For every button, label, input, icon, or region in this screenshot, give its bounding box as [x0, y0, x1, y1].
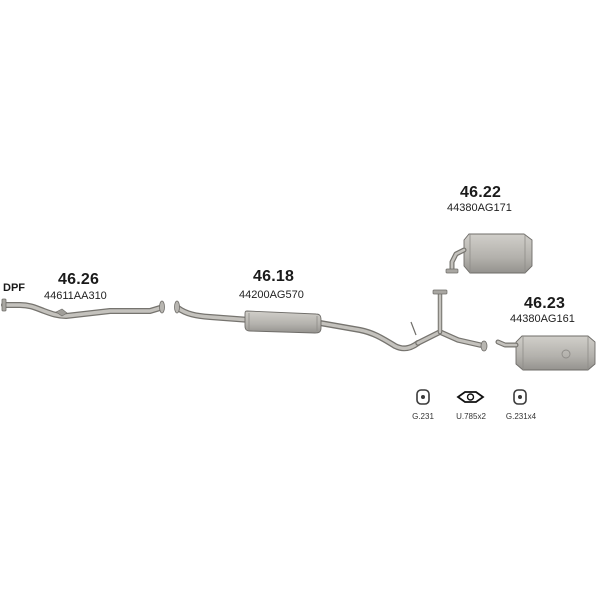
part-46-18-middle-silencer[interactable] — [174, 289, 488, 352]
oem-number-46-23: 44380AG161 — [510, 313, 575, 325]
rubber-hanger-icon — [416, 389, 430, 405]
accessory-label-g231x4: G.231x4 — [505, 412, 537, 421]
oem-number-46-18: 44200AG570 — [239, 289, 304, 301]
part-46-26-pipe[interactable] — [1, 298, 165, 319]
part-46-23-rear-silencer[interactable] — [495, 335, 596, 371]
part-number-46-18[interactable]: 46.18 — [253, 268, 295, 285]
part-number-46-26[interactable]: 46.26 — [58, 271, 100, 288]
accessory-label-g231: G.231 — [412, 412, 434, 421]
part-46-22-rear-silencer[interactable] — [445, 233, 533, 274]
part-number-46-22[interactable]: 46.22 — [460, 184, 502, 201]
gasket-icon — [456, 391, 485, 403]
accessory-label-u785x2: U.785x2 — [456, 412, 486, 421]
rubber-hanger-icon — [513, 389, 527, 405]
oem-number-46-22: 44380AG171 — [447, 202, 512, 214]
dpf-tag: DPF — [3, 282, 25, 294]
oem-number-46-26: 44611AA310 — [44, 290, 107, 302]
part-number-46-23[interactable]: 46.23 — [524, 295, 566, 312]
